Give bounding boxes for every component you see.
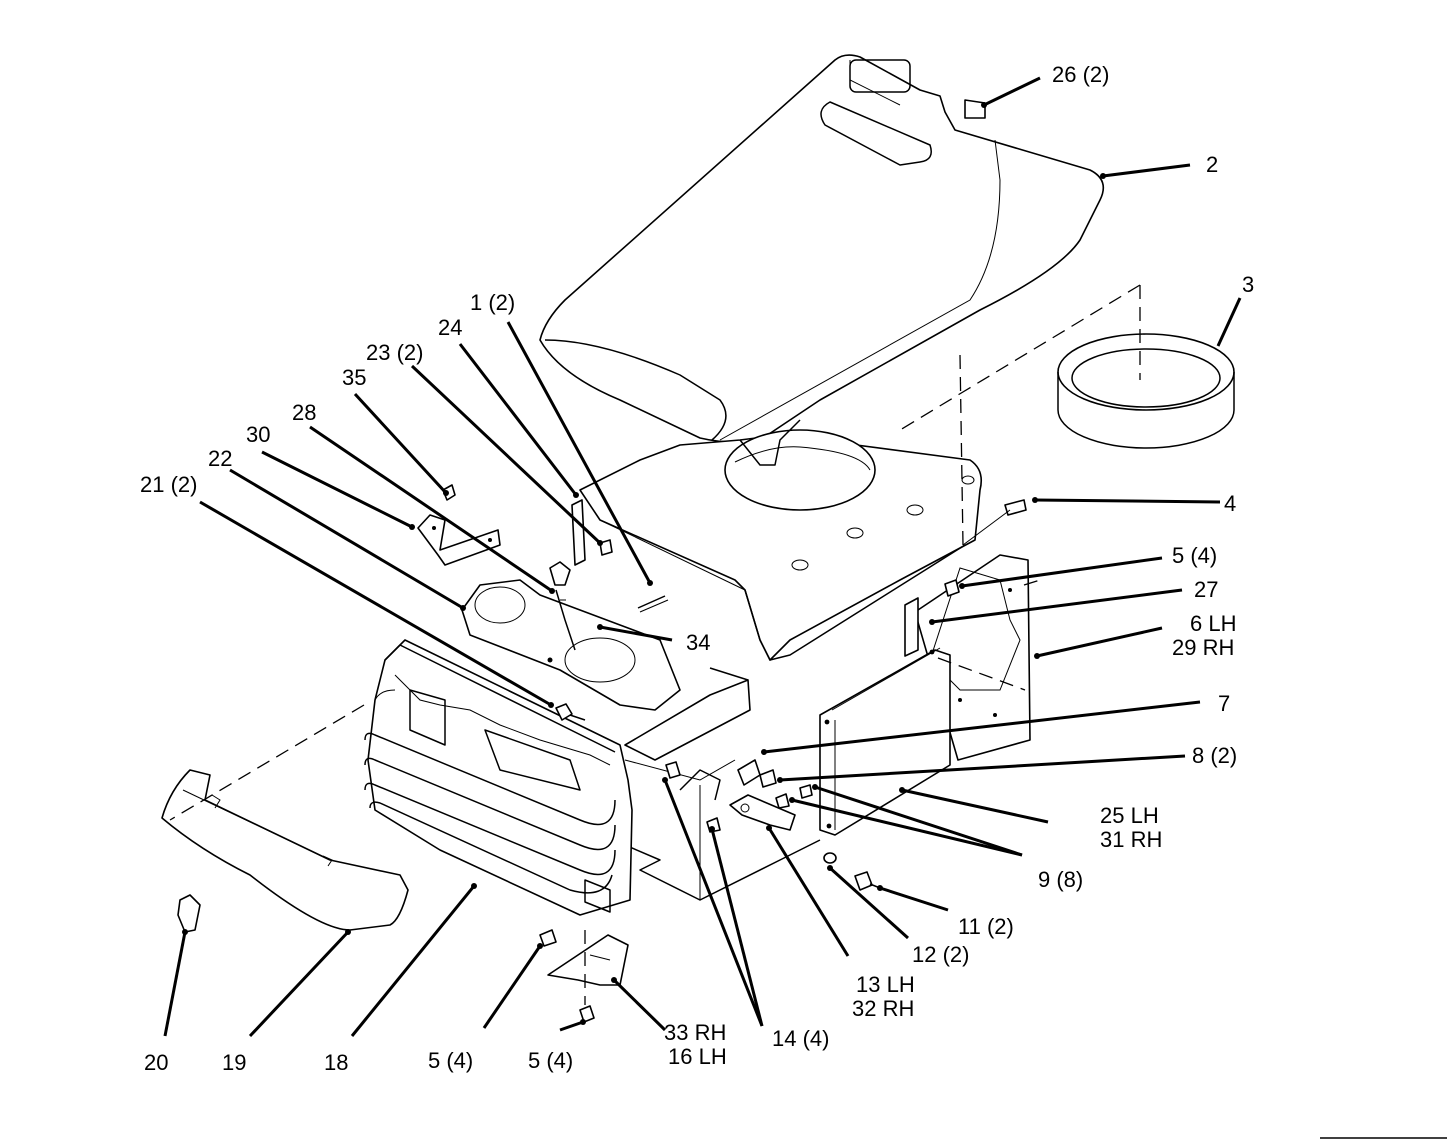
callout-3: 3: [1242, 272, 1254, 297]
callout-4: 4: [1224, 491, 1236, 516]
callout-21: 21 (2): [140, 472, 197, 497]
callout-6: 6 LH: [1190, 611, 1236, 636]
bracket-7: [679, 759, 761, 801]
callout-18: 18: [324, 1050, 348, 1075]
callout-27: 27: [1194, 577, 1218, 602]
callout-5-bottom-right: 5 (4): [528, 1048, 573, 1073]
callout-13: 13 LH: [856, 972, 915, 997]
callout-9: 9 (8): [1038, 867, 1083, 892]
callout-23: 23 (2): [366, 340, 423, 365]
callout-26: 26 (2): [1052, 62, 1109, 87]
bracket-13: [729, 794, 796, 831]
callout-16: 16 LH: [668, 1044, 727, 1069]
callout-2: 2: [1206, 152, 1218, 177]
bracket-33: [547, 934, 629, 986]
callout-19: 19: [222, 1050, 246, 1075]
callout-25: 25 LH: [1100, 803, 1159, 828]
part-2-hood: [539, 54, 1105, 443]
callout-14: 14 (4): [772, 1026, 829, 1051]
bracket-30: [417, 514, 501, 566]
part-3-ring: [1057, 333, 1235, 449]
part-20-emblem: [177, 894, 201, 933]
leader-dots: [182, 102, 1106, 1025]
callout-28: 28: [292, 400, 316, 425]
plate-25: [819, 647, 951, 836]
small-parts: [442, 484, 669, 651]
callout-labels: 26 (2) 2 3 1 (2) 24 23 (2) 35 28 30 22 2…: [140, 62, 1254, 1075]
callout-20: 20: [144, 1050, 168, 1075]
callout-7: 7: [1218, 691, 1230, 716]
callout-24: 24: [438, 315, 462, 340]
callout-31: 31 RH: [1100, 827, 1162, 852]
part-22-housing: [461, 579, 681, 711]
callout-35: 35: [342, 365, 366, 390]
part-18-grille: [364, 639, 633, 916]
phantom-lines: [169, 284, 1141, 1005]
callout-11: 11 (2): [958, 914, 1014, 939]
block-27: [904, 597, 919, 657]
callout-34: 34: [686, 630, 710, 655]
callout-30: 30: [246, 422, 270, 447]
callout-22: 22: [208, 446, 232, 471]
callout-5-bottom-left: 5 (4): [428, 1048, 473, 1073]
callout-5-right: 5 (4): [1172, 543, 1217, 568]
callout-8: 8 (2): [1192, 743, 1237, 768]
fasteners: [539, 499, 1027, 1023]
callout-32: 32 RH: [852, 996, 914, 1021]
callout-33: 33 RH: [664, 1020, 726, 1045]
dash-panel: [579, 419, 983, 661]
callout-12: 12 (2): [912, 942, 969, 967]
callout-1: 1 (2): [470, 290, 515, 315]
callout-29: 29 RH: [1172, 635, 1234, 660]
leader-lines: [163, 76, 1242, 1038]
